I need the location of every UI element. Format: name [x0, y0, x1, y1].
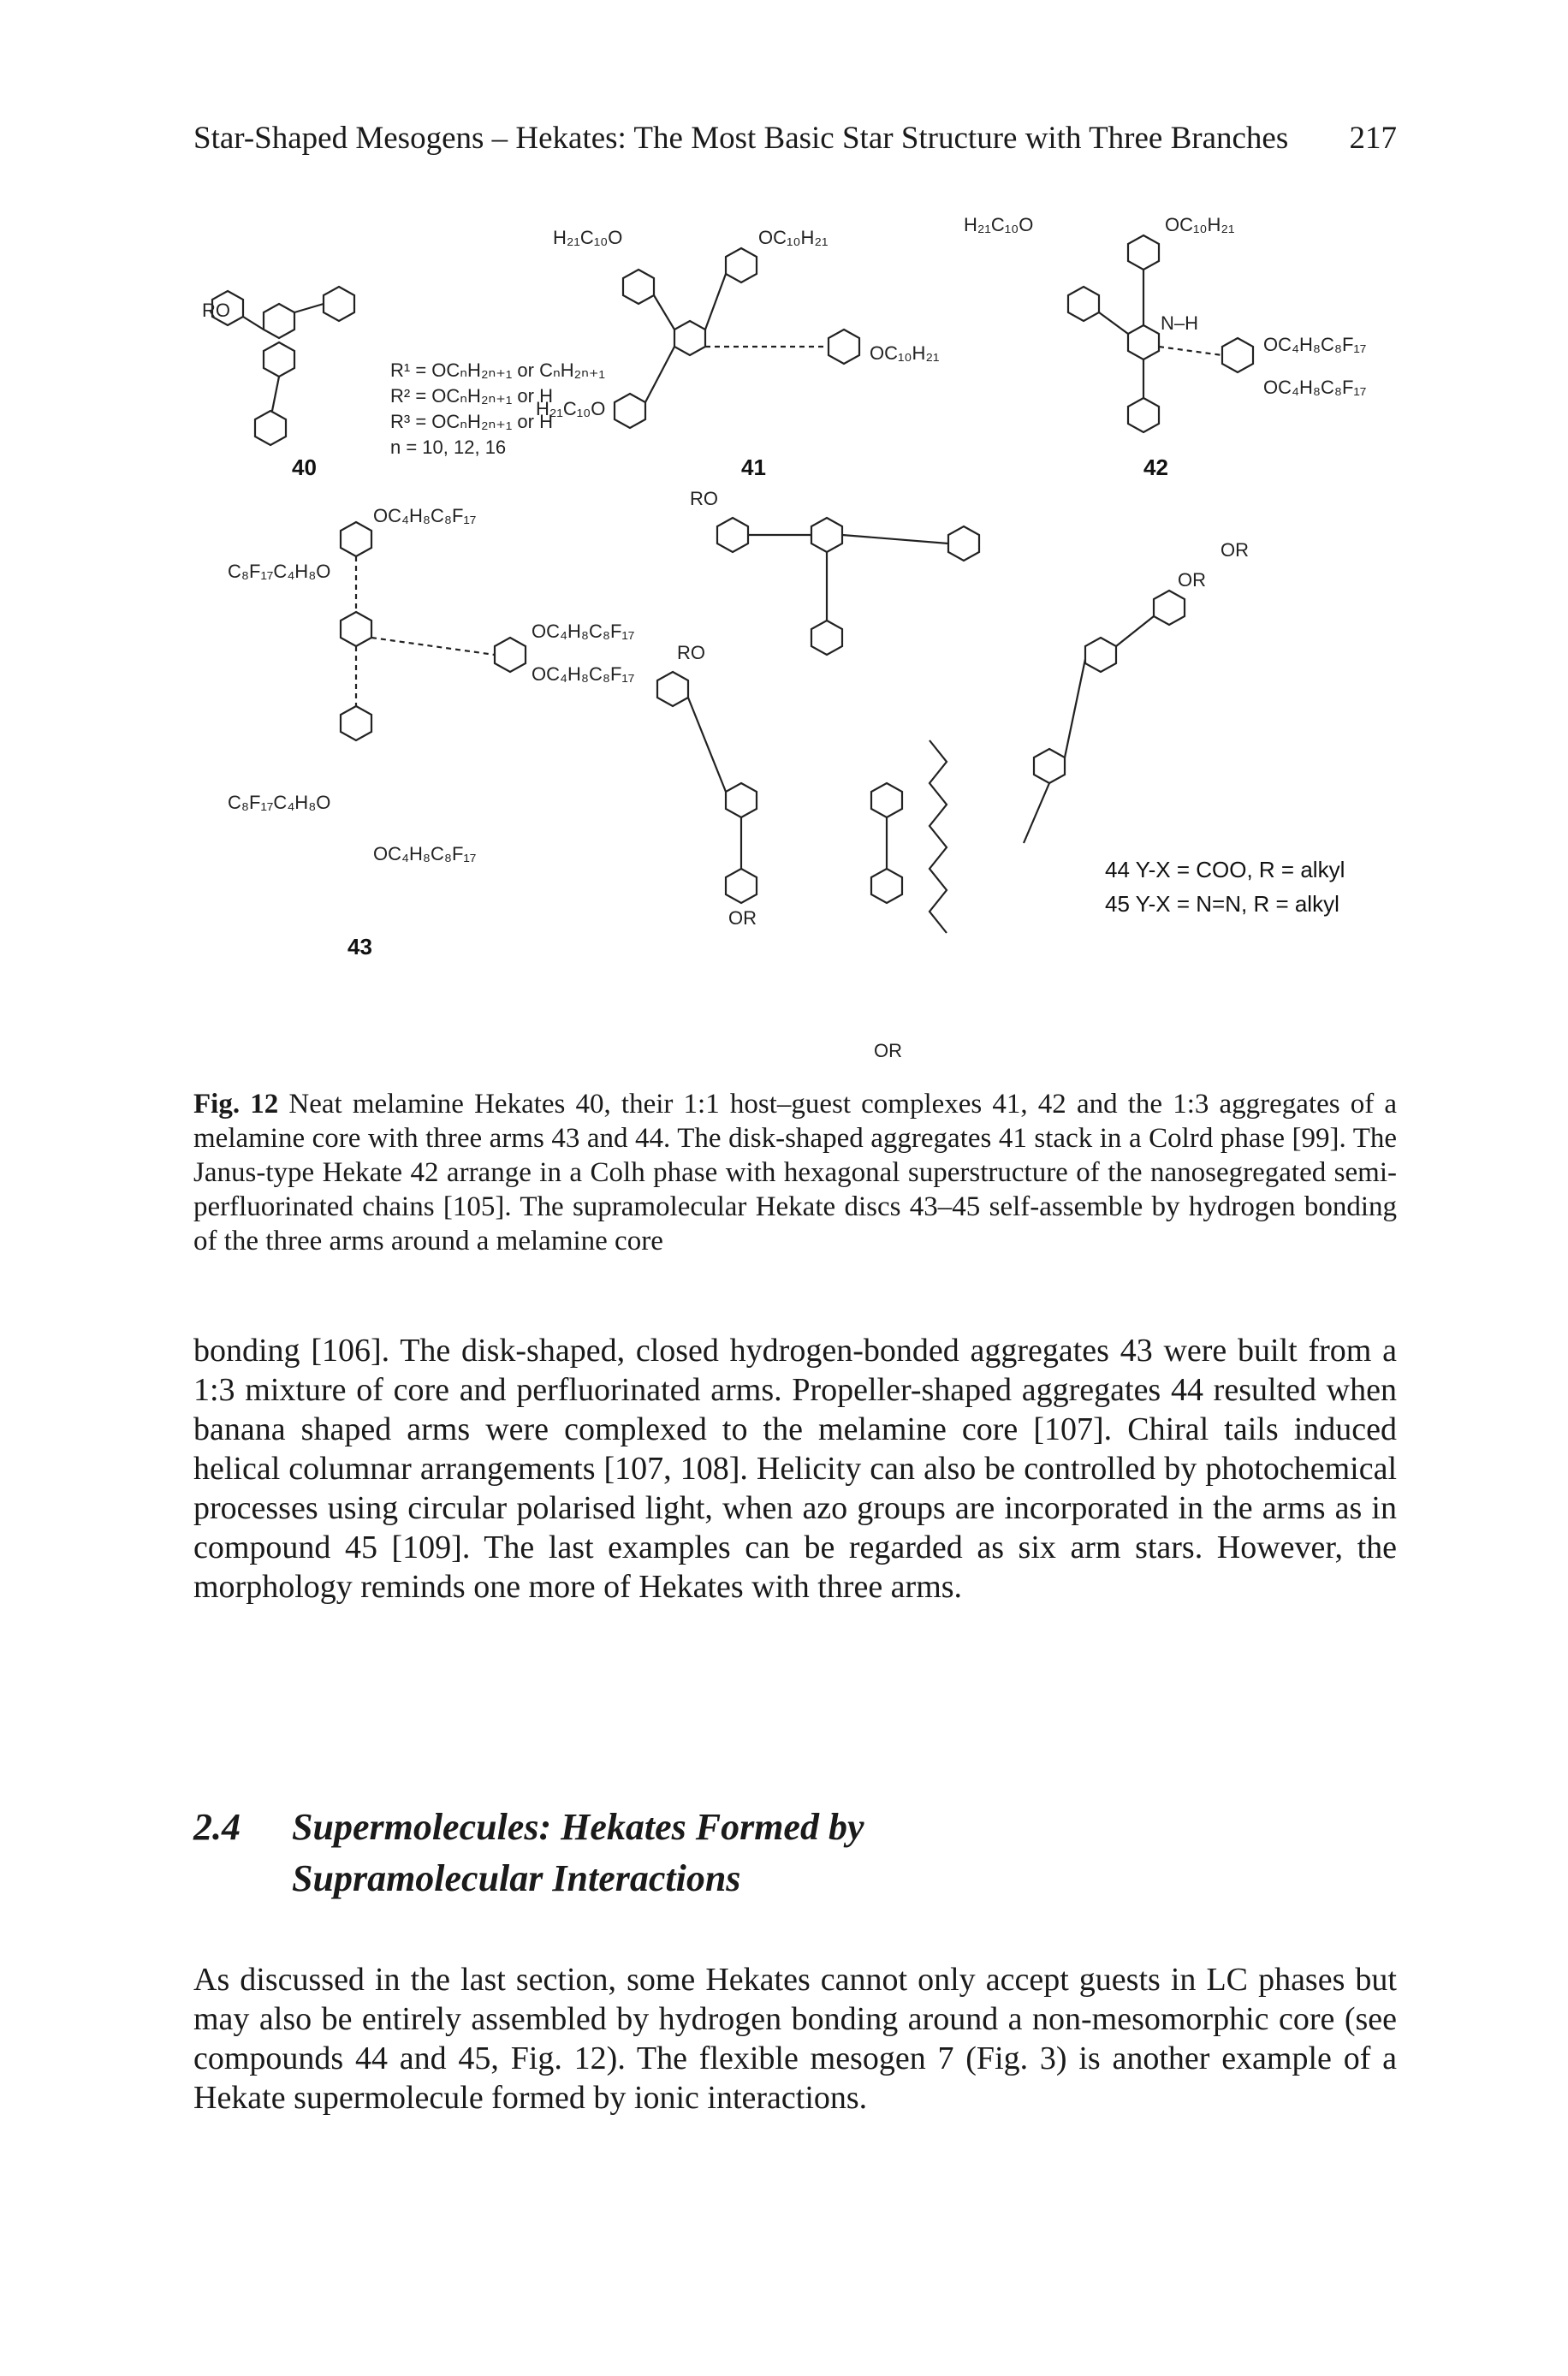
label-43-sub1: OC₄H₈C₈F₁₇ [373, 505, 476, 526]
label-41-sub1: H₂₁C₁₀O [553, 227, 622, 248]
structure-41 [613, 247, 861, 430]
chemical-structures-drawing: RO R¹ = OCₙH₂ₙ₊₁ or CₙH₂ₙ₊₁ R² = OCₙH₂ₙ₊… [202, 214, 1366, 1061]
section-title-line1: Supermolecules: Hekates Formed by [292, 1806, 864, 1848]
label-44-or-bottom1: OR [728, 907, 757, 929]
label-41-sub4: H₂₁C₁₀O [536, 398, 605, 419]
label-43-sub2: C₈F₁₇C₄H₈O [228, 561, 330, 582]
section-title-line2: Supramolecular Interactions [292, 1857, 741, 1899]
label-44-or-top: OR [1221, 539, 1249, 561]
label-42-sub4: OC₄H₈C₈F₁₇ [1263, 377, 1366, 398]
label-43-sub6: OC₄H₈C₈F₁₇ [373, 843, 476, 864]
running-header: Star-Shaped Mesogens – Hekates: The Most… [193, 120, 1397, 157]
structure-40 [211, 285, 356, 447]
figure-12-structures: RO R¹ = OCₙH₂ₙ₊₁ or CₙH₂ₙ₊₁ R² = OCₙH₂ₙ₊… [193, 193, 1397, 1066]
legend-40-r3: R³ = OCₙH₂ₙ₊₁ or H [390, 411, 553, 432]
label-42-sub3: OC₄H₈C₈F₁₇ [1263, 334, 1366, 355]
structure-42 [1066, 234, 1255, 434]
label-44-or-bottom2: OR [874, 1040, 902, 1061]
label-42-nh: N–H [1161, 312, 1198, 334]
label-44-ro-top: RO [690, 488, 718, 509]
label-43-sub3: OC₄H₈C₈F₁₇ [532, 621, 634, 642]
section-number: 2.4 [193, 1806, 241, 1848]
label-42-sub1: H₂₁C₁₀O [964, 214, 1033, 235]
compound-label-40: 40 [292, 454, 317, 480]
label-42-sub2: OC₁₀H₂₁ [1165, 214, 1234, 235]
structure-44-45 [656, 516, 1186, 934]
section-heading: 2.4 Supermolecules: Hekates Formed by Sup… [193, 1802, 1397, 1904]
label-41-sub3: OC₁₀H₂₁ [870, 342, 939, 364]
figure-label: Fig. 12 [193, 1089, 279, 1120]
structure-43 [339, 520, 527, 742]
label-41-sub2: OC₁₀H₂₁ [758, 227, 828, 248]
legend-40-r2: R² = OCₙH₂ₙ₊₁ or H [390, 385, 553, 407]
legend-40-n: n = 10, 12, 16 [390, 437, 506, 458]
label-43-sub4: OC₄H₈C₈F₁₇ [532, 663, 634, 685]
caption-text: Neat melamine Hekates 40, their 1:1 host… [193, 1089, 1398, 1256]
compound-44-legend: 44 Y-X = COO, R = alkyl [1105, 857, 1345, 882]
page-number: 217 [1349, 121, 1398, 156]
compound-label-43: 43 [347, 934, 372, 959]
label-40-r2: RO [202, 300, 230, 321]
label-43-sub5: C₈F₁₇C₄H₈O [228, 792, 330, 813]
running-title: Star-Shaped Mesogens – Hekates: The Most… [193, 121, 1289, 156]
label-44-or-right: OR [1178, 569, 1206, 591]
body-paragraph-2: As discussed in the last section, some H… [193, 1962, 1397, 2116]
compound-45-legend: 45 Y-X = N=N, R = alkyl [1105, 891, 1339, 917]
body-paragraph-1: bonding [106]. The disk-shaped, closed h… [193, 1333, 1397, 1605]
legend-40-r1: R¹ = OCₙH₂ₙ₊₁ or CₙH₂ₙ₊₁ [390, 359, 605, 381]
figure-caption: Fig. 12 Neat melamine Hekates 40, their … [193, 1087, 1397, 1258]
compound-label-41: 41 [741, 454, 766, 480]
compound-label-42: 42 [1143, 454, 1168, 480]
label-44-ro-left: RO [677, 642, 705, 663]
